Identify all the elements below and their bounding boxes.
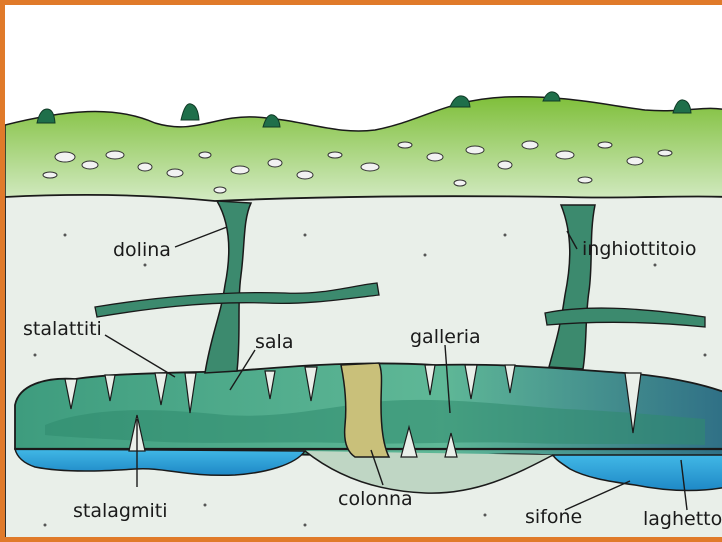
label-stalagmiti: stalagmiti <box>73 500 168 522</box>
label-stalattiti: stalattiti <box>23 318 102 340</box>
label-galleria: galleria <box>410 326 481 348</box>
label-laghetto: laghetto <box>643 508 722 530</box>
label-sifone: sifone <box>525 506 582 528</box>
label-dolina: dolina <box>113 239 171 261</box>
label-inghiottitoio: inghiottitoio <box>582 238 696 260</box>
label-sala: sala <box>255 331 293 353</box>
label-colonna: colonna <box>338 488 413 510</box>
cave-illustration: dolina inghiottitoio stalattiti sala gal… <box>5 5 722 542</box>
